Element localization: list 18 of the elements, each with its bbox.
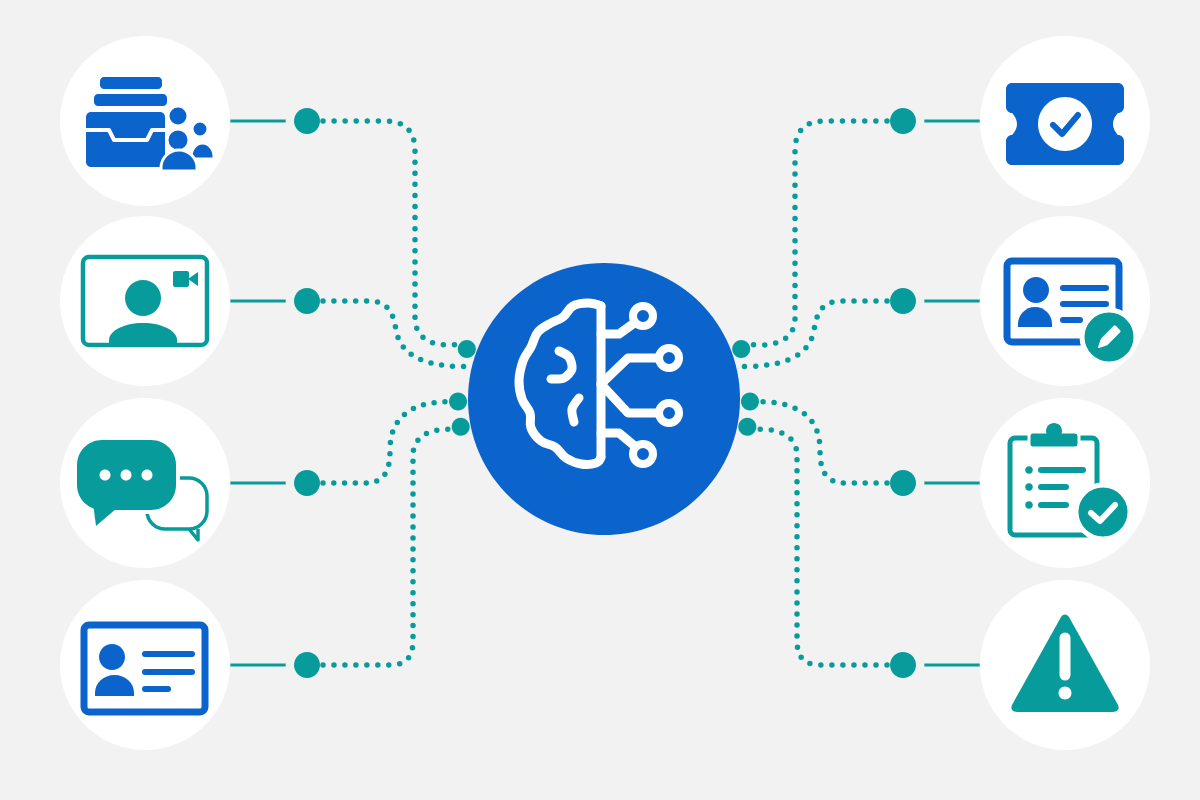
connector xyxy=(230,481,286,485)
connector xyxy=(924,119,980,123)
icon-circle xyxy=(60,580,230,750)
junction-dot xyxy=(294,108,320,134)
connector xyxy=(924,481,980,485)
connector xyxy=(230,299,286,303)
junction-dot xyxy=(294,470,320,496)
connector xyxy=(924,663,980,667)
junction-dot xyxy=(890,652,916,678)
junction-dot xyxy=(294,288,320,314)
junction-dot xyxy=(890,288,916,314)
connector xyxy=(230,119,286,123)
junction-dot xyxy=(294,652,320,678)
junction-dot xyxy=(890,470,916,496)
connector xyxy=(924,299,980,303)
junction-dot xyxy=(890,108,916,134)
hub-circle xyxy=(468,263,740,535)
connector xyxy=(230,663,286,667)
